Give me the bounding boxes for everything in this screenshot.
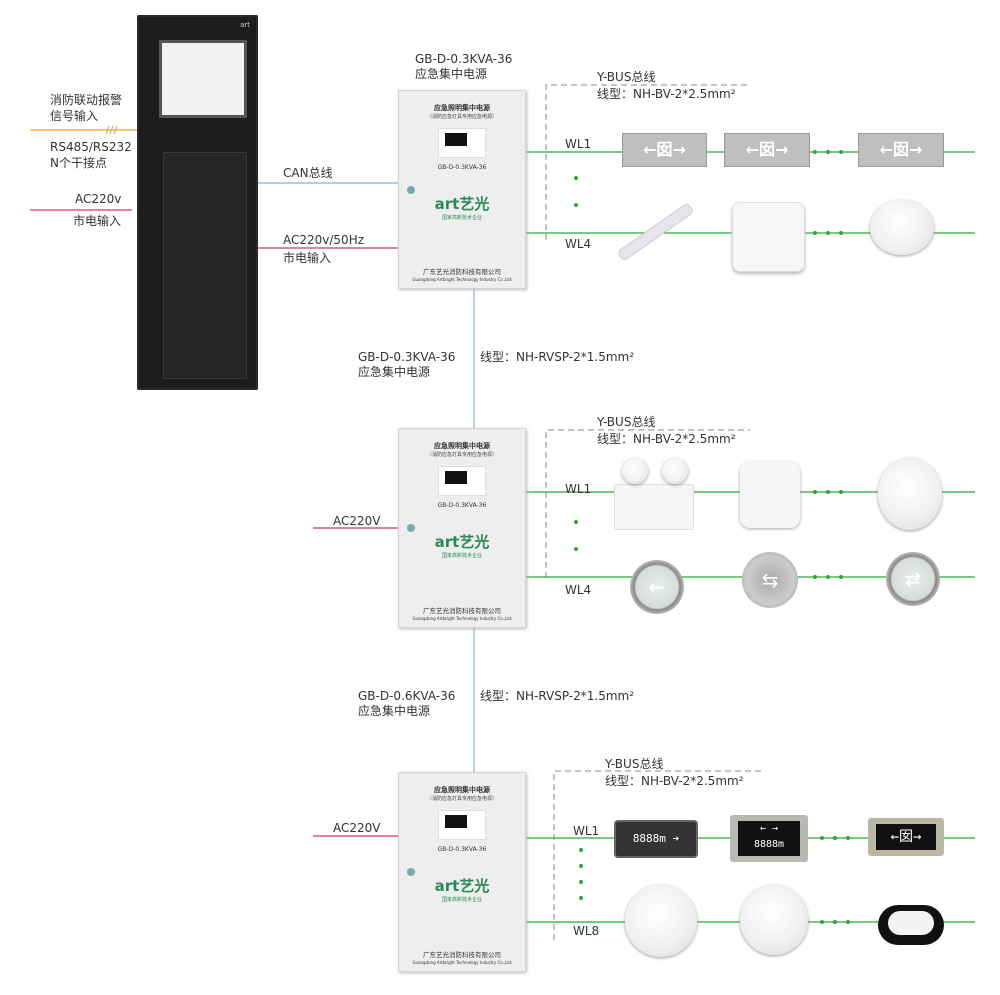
bus-cable-3: 线型：NH-BV-2*2.5mm² bbox=[605, 774, 744, 788]
panel-model: GB-D-0.3KVA-36 bbox=[437, 164, 487, 171]
unit3-name: 应急集中电源 bbox=[358, 704, 431, 718]
unit3-model: GB-D-0.6KVA-36 bbox=[358, 689, 456, 703]
exit-sign-face: ←囡→ bbox=[876, 824, 936, 850]
control-cabinet: art bbox=[137, 15, 258, 390]
ac-label-2: AC220V bbox=[333, 514, 381, 528]
downlight bbox=[870, 200, 934, 255]
panel-company-en: Guangdong Artbright Technology Industry … bbox=[412, 616, 512, 621]
panel-display bbox=[438, 128, 486, 158]
ceiling-light bbox=[625, 885, 697, 957]
distance-digits: 8888m bbox=[632, 832, 666, 845]
circuit-label: WL1 bbox=[565, 137, 592, 151]
ceiling-light bbox=[878, 458, 942, 530]
panel-logo-sub: 国家高新技术企业 bbox=[441, 897, 482, 903]
bus-title-1: Y-BUS总线 bbox=[597, 70, 656, 84]
circuit-label: WL4 bbox=[565, 583, 592, 597]
continuation-dots bbox=[574, 150, 850, 924]
bus-cable-2: 线型：NH-BV-2*2.5mm² bbox=[597, 432, 736, 446]
panel-subtitle: （消防应急灯具专用应急电源） bbox=[426, 114, 497, 120]
bidirectional-distance-sign: ← → 8888m bbox=[730, 815, 808, 862]
panel-title: 应急照明集中电源 bbox=[434, 104, 490, 112]
ceiling-light bbox=[740, 885, 808, 955]
power-unit-2: 应急照明集中电源 （消防应急灯具专用应急电源） GB-D-0.3KVA-36 a… bbox=[398, 428, 526, 628]
twin-spot-light bbox=[614, 484, 694, 530]
panel-title: 应急照明集中电源 bbox=[434, 442, 490, 450]
wall-light bbox=[740, 462, 800, 528]
lamp-head bbox=[662, 458, 688, 484]
exit-sign: ←囡→ bbox=[724, 133, 810, 167]
panel-subtitle: （消防应急灯具专用应急电源） bbox=[426, 452, 497, 458]
lamp-head bbox=[622, 458, 648, 484]
panel-company: 广东艺光消防科技有限公司 bbox=[423, 268, 501, 276]
bus-title-3: Y-BUS总线 bbox=[605, 757, 664, 771]
multi-wire-mark bbox=[105, 125, 118, 135]
panel-model: GB-D-0.3KVA-36 bbox=[437, 502, 487, 509]
floor-sign-double-arrow: ⇆ bbox=[742, 552, 798, 608]
unit1-name: 应急集中电源 bbox=[415, 67, 488, 81]
fire-alarm-label: 消防联动报警 bbox=[50, 93, 123, 107]
rs485-label: RS485/RS232 bbox=[50, 140, 132, 154]
panel-model: GB-D-0.3KVA-36 bbox=[437, 846, 487, 853]
mains-label: 市电输入 bbox=[283, 251, 332, 265]
power-unit-3: 应急照明集中电源 （消防应急灯具专用应急电源） GB-D-0.3KVA-36 a… bbox=[398, 772, 526, 972]
fire-alarm-label-2: 信号输入 bbox=[50, 109, 99, 123]
can-bus-label: CAN总线 bbox=[283, 166, 333, 180]
ac-input-label: AC220v bbox=[75, 192, 122, 206]
panel-logo: art艺光 bbox=[434, 877, 490, 895]
bus-cable-1: 线型：NH-BV-2*2.5mm² bbox=[597, 87, 736, 101]
cabinet-screen bbox=[159, 40, 247, 118]
lock-icon bbox=[407, 868, 415, 876]
unit2-model: GB-D-0.3KVA-36 bbox=[358, 350, 456, 364]
panel-logo: art艺光 bbox=[434, 533, 490, 551]
floor-sign-arrow: ← bbox=[630, 560, 684, 614]
unit3-cable: 线型：NH-RVSP-2*1.5mm² bbox=[480, 689, 635, 703]
distance-sign: 8888m ➔ bbox=[614, 820, 698, 858]
cabinet-door bbox=[163, 152, 247, 379]
lock-icon bbox=[407, 524, 415, 532]
panel-company-en: Guangdong Artbright Technology Industry … bbox=[412, 277, 512, 282]
panel-company: 广东艺光消防科技有限公司 bbox=[423, 951, 501, 959]
panel-subtitle: （消防应急灯具专用应急电源） bbox=[426, 796, 497, 802]
floor-sign-exit: ⇄ bbox=[886, 552, 940, 606]
circuit-label: WL1 bbox=[573, 824, 600, 838]
panel-logo-sub: 国家高新技术企业 bbox=[441, 215, 482, 221]
lock-icon bbox=[407, 186, 415, 194]
y-bus-dashed bbox=[545, 84, 762, 940]
double-arrow-icon: ← → bbox=[759, 823, 779, 834]
dry-contact-label: N个干接点 bbox=[50, 156, 107, 170]
bulkhead-light bbox=[878, 905, 944, 945]
ac-50hz-label: AC220v/50Hz bbox=[283, 233, 365, 247]
panel-logo-sub: 国家高新技术企业 bbox=[441, 553, 482, 559]
circuit-label: WL4 bbox=[565, 237, 592, 251]
exit-sign: ←囡→ bbox=[858, 133, 944, 167]
circuit-label: WL8 bbox=[573, 924, 600, 938]
panel-display bbox=[438, 810, 486, 840]
cabinet-logo: art bbox=[240, 21, 250, 29]
panel-logo: art艺光 bbox=[434, 195, 490, 213]
unit1-model: GB-D-0.3KVA-36 bbox=[415, 52, 513, 66]
circuit-label: WL1 bbox=[565, 482, 592, 496]
unit2-name: 应急集中电源 bbox=[358, 365, 431, 379]
mains-input-label: 市电输入 bbox=[73, 214, 122, 228]
ac-label-3: AC220V bbox=[333, 821, 381, 835]
bus-title-2: Y-BUS总线 bbox=[597, 415, 656, 429]
panel-company-en: Guangdong Artbright Technology Industry … bbox=[412, 960, 512, 965]
emergency-light-box bbox=[732, 202, 805, 272]
unit2-cable: 线型：NH-RVSP-2*1.5mm² bbox=[480, 350, 635, 364]
explosion-proof-exit-sign: ←囡→ bbox=[868, 818, 944, 856]
panel-title: 应急照明集中电源 bbox=[434, 786, 490, 794]
power-unit-1: 应急照明集中电源 （消防应急灯具专用应急电源） GB-D-0.3KVA-36 a… bbox=[398, 90, 526, 289]
distance-digits: 8888m bbox=[753, 839, 785, 850]
panel-display bbox=[438, 466, 486, 496]
exit-sign: ←囡→ bbox=[622, 133, 707, 167]
panel-company: 广东艺光消防科技有限公司 bbox=[423, 607, 501, 615]
arrow-right-icon: ➔ bbox=[672, 832, 680, 845]
